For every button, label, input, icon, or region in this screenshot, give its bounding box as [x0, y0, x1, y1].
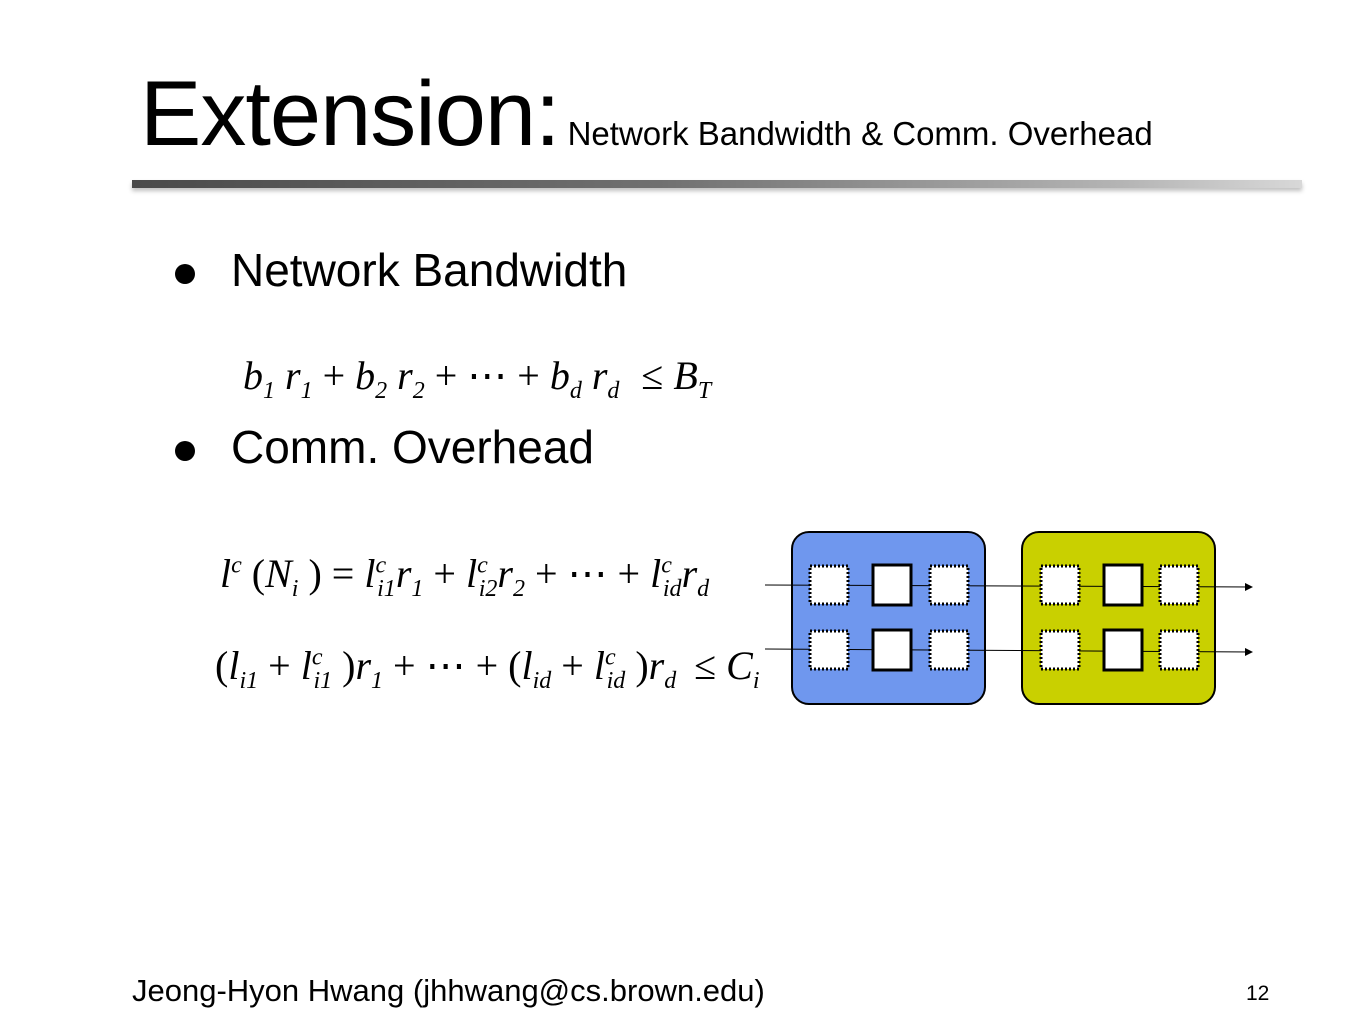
node-yellow-operators	[1039, 563, 1200, 672]
operator-box-dotted	[1039, 629, 1081, 671]
operator-box-dotted	[928, 564, 970, 606]
network-node-diagram	[764, 531, 1253, 705]
operator-box-solid	[1102, 563, 1144, 607]
page-number: 12	[1246, 982, 1270, 1005]
operator-box-solid	[871, 628, 913, 672]
operator-box-dotted	[1039, 564, 1081, 606]
footer-author: Jeong-Hyon Hwang (jhhwang@cs.brown.edu)	[132, 973, 765, 1008]
bullet-comm-overhead: Comm. Overhead	[175, 420, 594, 474]
operator-box-solid	[1102, 628, 1144, 672]
operator-box-dotted	[928, 629, 970, 671]
node-blue-operators	[808, 563, 970, 672]
bandwidth-equation: b1 r1+b2 r2+⋯+bd rd≤BT	[243, 353, 712, 404]
title-main: Extension:	[140, 63, 561, 165]
bullet-label: Comm. Overhead	[231, 421, 595, 473]
node-yellow	[1021, 531, 1216, 705]
bullet-dot-icon	[175, 440, 195, 461]
operator-box-dotted	[1158, 564, 1200, 606]
capacity-equation: (li1+lci1 )r1+⋯+(lid+lcid )rd≤Ci	[215, 643, 760, 694]
bullet-label: Network Bandwidth	[231, 244, 628, 296]
overhead-equation: lc (Ni )=lci1r1+lci2r2+⋯+lcidrd	[220, 551, 710, 602]
node-blue	[791, 531, 986, 705]
operator-box-dotted	[808, 564, 850, 606]
operator-box-solid	[871, 563, 913, 607]
operator-box-dotted	[808, 629, 850, 671]
title-subtitle: Network Bandwidth & Comm. Overhead	[567, 115, 1153, 152]
operator-box-dotted	[1158, 629, 1200, 671]
title-underline	[132, 180, 1302, 188]
slide-title: Extension:Network Bandwidth & Comm. Over…	[140, 62, 1153, 167]
bullet-network-bandwidth: Network Bandwidth	[175, 243, 627, 297]
bullet-dot-icon	[175, 263, 195, 284]
